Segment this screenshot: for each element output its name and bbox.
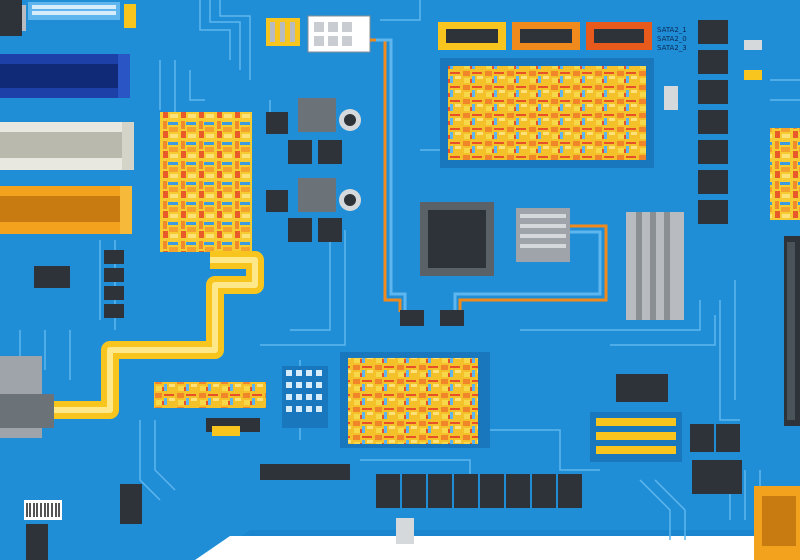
vga-port (754, 486, 800, 560)
pcie-slot-white (0, 122, 134, 170)
top-left-chip (0, 0, 26, 36)
small-chips (26, 112, 742, 560)
die-center-bottom (340, 352, 490, 448)
die-left-small (154, 382, 266, 408)
sata-label-3: SATA2_3 (657, 44, 687, 52)
barcode-label (24, 500, 62, 520)
sata-label-1: SATA2_1 (657, 26, 687, 34)
pcie-slot-blue (0, 54, 130, 98)
main-die-large (440, 58, 654, 168)
header-pin-grids (282, 366, 682, 462)
resistor-components (212, 40, 762, 544)
sata-port-red (586, 22, 652, 50)
usb-port-left (0, 356, 54, 438)
orange-trace-lines (370, 38, 608, 312)
power-connector (307, 15, 371, 53)
die-right-edge (770, 128, 800, 220)
dram-chips-right (698, 20, 728, 224)
sata-label-0: SATA2_0 (657, 35, 687, 43)
yellow-jumper-pins (266, 18, 300, 46)
pcie-slot-orange (0, 186, 132, 234)
capacitors (298, 98, 361, 212)
pcie-slots (0, 54, 134, 234)
cpu-chip (420, 202, 494, 276)
sata-port-yellow (438, 22, 506, 50)
top-header-pins (28, 2, 120, 20)
heatsink-fins (516, 208, 570, 262)
sata-port-orange (512, 22, 580, 50)
jumper-block-top (124, 4, 136, 28)
memory-slot (784, 236, 800, 426)
sata-ports (438, 22, 652, 50)
die-upper-left (160, 112, 252, 252)
ribbon-trace (0, 251, 264, 419)
metal-bracket (626, 212, 684, 320)
